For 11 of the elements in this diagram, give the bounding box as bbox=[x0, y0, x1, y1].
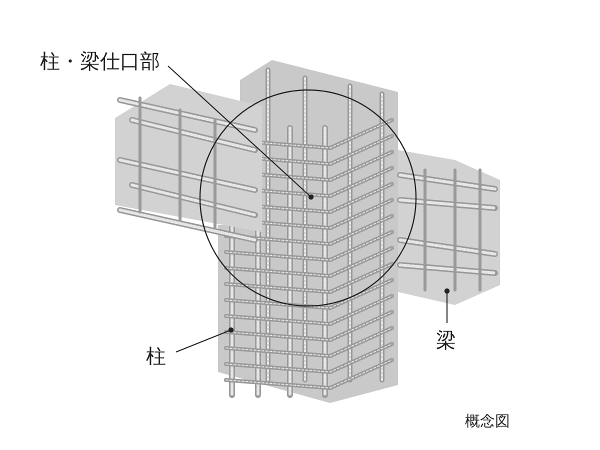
caption: 概念図 bbox=[465, 412, 510, 431]
part-label: 柱 bbox=[146, 343, 166, 370]
column-rebar-drawing bbox=[218, 60, 398, 403]
leader-line bbox=[168, 66, 314, 200]
joint-outline-circle bbox=[199, 89, 417, 307]
leader-line bbox=[444, 288, 450, 323]
part-label: 柱・梁仕口部 bbox=[40, 48, 160, 75]
leader-line bbox=[176, 327, 234, 353]
beam-rebar-drawing bbox=[115, 84, 262, 243]
part-label: 梁 bbox=[436, 327, 456, 354]
beam-rebar-drawing bbox=[397, 150, 500, 305]
